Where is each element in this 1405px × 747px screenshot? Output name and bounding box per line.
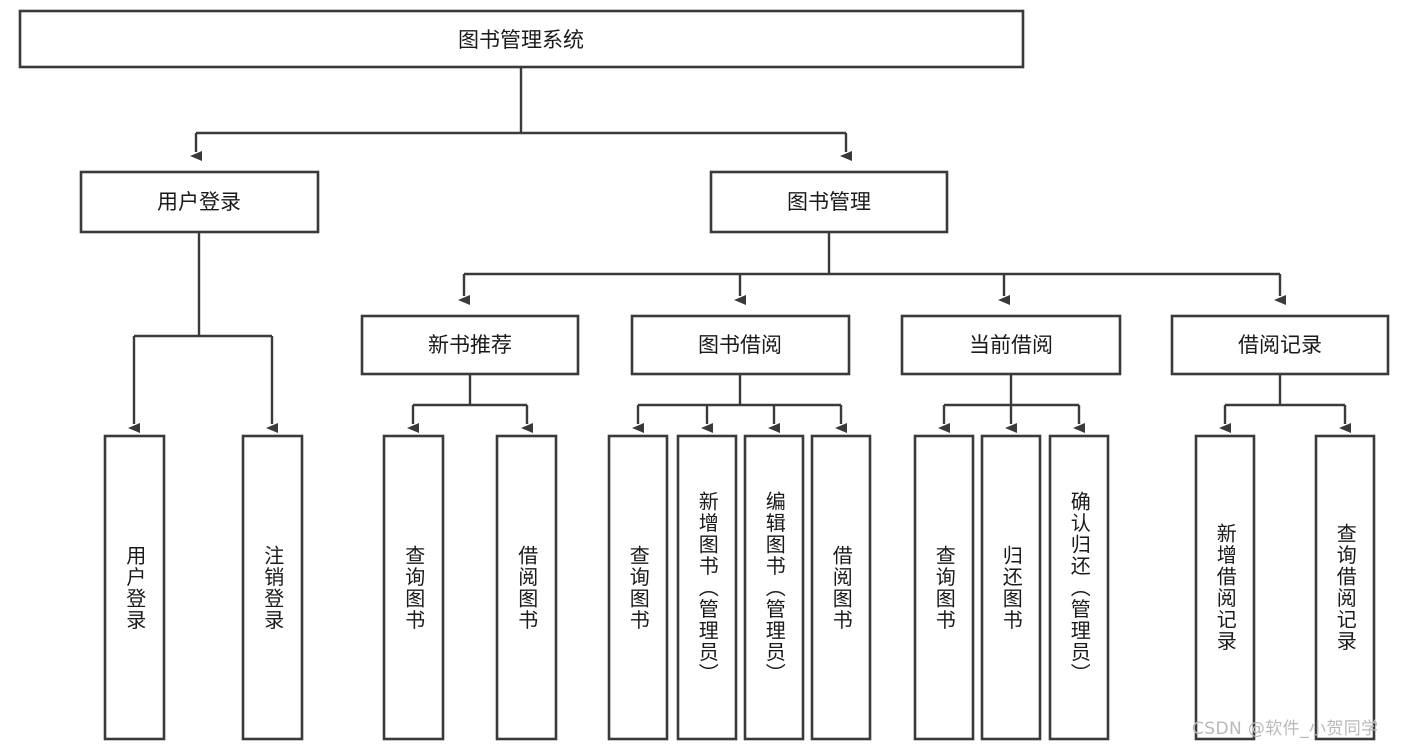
connector-userlogin-to-leaves — [128, 232, 278, 433]
node-user-login[interactable] — [79, 170, 320, 234]
node-book-borrow[interactable] — [630, 314, 851, 376]
connector-borrowrecord-to-leaves — [1219, 374, 1351, 433]
csdn-watermark: CSDN @软件_小贺同学 — [1192, 719, 1379, 739]
leaf-new-book-1[interactable] — [495, 434, 558, 741]
label-current-borrow: 当前借阅 — [969, 333, 1053, 357]
leaf-user-login-1[interactable] — [241, 434, 304, 741]
node-current-borrow[interactable] — [900, 314, 1122, 376]
label-book-management: 图书管理 — [787, 190, 871, 214]
node-book-management[interactable] — [709, 170, 949, 234]
label-user-login: 用户登录 — [157, 190, 241, 214]
leaf-current-borrow-0[interactable] — [913, 434, 975, 741]
leaf-new-book-0[interactable] — [382, 434, 445, 741]
node-borrow-record[interactable] — [1170, 314, 1390, 376]
connector-currentborrow-to-leaves — [938, 374, 1085, 433]
label-book-borrow: 图书借阅 — [698, 333, 782, 357]
node-new-book-recommend[interactable] — [360, 314, 580, 376]
leaf-book-borrow-0[interactable] — [607, 434, 669, 741]
connector-root-to-level2 — [190, 67, 852, 161]
connector-bookmgmt-to-level3 — [458, 232, 1286, 305]
connector-newbook-to-leaves — [407, 374, 533, 433]
leaf-user-login-0[interactable] — [103, 434, 166, 741]
leaf-borrow-record-1[interactable] — [1314, 434, 1376, 741]
label-borrow-record: 借阅记录 — [1238, 333, 1322, 357]
leaf-current-borrow-1[interactable] — [980, 434, 1042, 741]
label-new-book-recommend: 新书推荐 — [428, 333, 512, 357]
leaf-borrow-record-0[interactable] — [1194, 434, 1256, 741]
leaf-book-borrow-2[interactable] — [743, 434, 805, 741]
connector-bookborrow-to-leaves — [632, 374, 847, 433]
label-root: 图书管理系统 — [458, 28, 584, 52]
leaf-book-borrow-1[interactable] — [676, 434, 738, 741]
node-root[interactable] — [18, 9, 1025, 69]
leaf-book-borrow-3[interactable] — [810, 434, 872, 741]
leaf-current-borrow-2[interactable] — [1048, 434, 1110, 741]
